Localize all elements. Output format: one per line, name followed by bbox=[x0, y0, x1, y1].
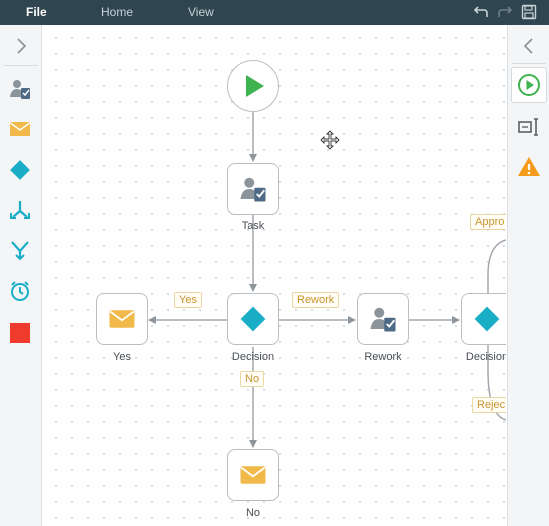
decision-icon bbox=[474, 306, 500, 332]
move-cursor-icon bbox=[320, 130, 340, 150]
warning-icon[interactable] bbox=[517, 155, 541, 179]
toolbox-separator bbox=[4, 65, 38, 66]
chevron-right-icon[interactable] bbox=[9, 34, 33, 58]
menu-home[interactable]: Home bbox=[101, 5, 134, 19]
timer-icon[interactable] bbox=[8, 279, 32, 303]
decision-node-2[interactable] bbox=[461, 293, 506, 345]
workflow-canvas[interactable]: Task Yes Decision Rework Decision No Yes… bbox=[43, 25, 506, 526]
yes-email-node[interactable] bbox=[96, 293, 148, 345]
rework-node-label: Rework bbox=[364, 351, 402, 363]
decision-node[interactable] bbox=[227, 293, 279, 345]
menu-view[interactable]: View bbox=[188, 5, 214, 19]
edge-label-no[interactable]: No bbox=[240, 371, 265, 387]
no-email-node[interactable] bbox=[227, 449, 279, 501]
start-node[interactable] bbox=[227, 60, 279, 112]
edge-label-approve[interactable]: Appro bbox=[470, 214, 506, 230]
menu-file[interactable]: File bbox=[26, 5, 47, 19]
chevron-left-icon[interactable] bbox=[517, 34, 541, 58]
no-node-label: No bbox=[245, 507, 261, 519]
edge-label-rework[interactable]: Rework bbox=[292, 292, 340, 308]
email-icon[interactable] bbox=[8, 117, 32, 141]
email-icon bbox=[109, 310, 135, 328]
toolbox-panel bbox=[0, 25, 42, 526]
decision-icon bbox=[240, 306, 266, 332]
text-cursor-icon[interactable] bbox=[517, 115, 541, 139]
redo-icon[interactable] bbox=[496, 3, 514, 21]
yes-node-label: Yes bbox=[113, 351, 131, 363]
rework-task-node[interactable] bbox=[357, 293, 409, 345]
decision-2-node-label: Decision bbox=[465, 351, 506, 363]
properties-separator bbox=[512, 63, 546, 64]
edge-label-yes[interactable]: Yes bbox=[174, 292, 202, 308]
merge-icon[interactable] bbox=[8, 238, 32, 262]
email-icon bbox=[240, 466, 266, 484]
save-icon[interactable] bbox=[520, 3, 538, 21]
properties-panel bbox=[507, 25, 549, 526]
menu-bar: File Home View bbox=[0, 0, 549, 25]
task-icon bbox=[370, 307, 396, 332]
decision-node-label: Decision bbox=[231, 351, 275, 363]
task-icon bbox=[240, 177, 266, 202]
decision-icon[interactable] bbox=[8, 158, 32, 182]
stop-icon[interactable] bbox=[8, 321, 32, 345]
undo-icon[interactable] bbox=[472, 3, 490, 21]
task-node-label: Task bbox=[241, 220, 265, 232]
task-node[interactable] bbox=[227, 163, 279, 215]
play-icon bbox=[246, 75, 264, 97]
edge-label-reject[interactable]: Rejec bbox=[472, 397, 506, 413]
play-icon[interactable] bbox=[517, 73, 541, 97]
task-icon[interactable] bbox=[8, 77, 32, 101]
split-icon[interactable] bbox=[8, 198, 32, 222]
